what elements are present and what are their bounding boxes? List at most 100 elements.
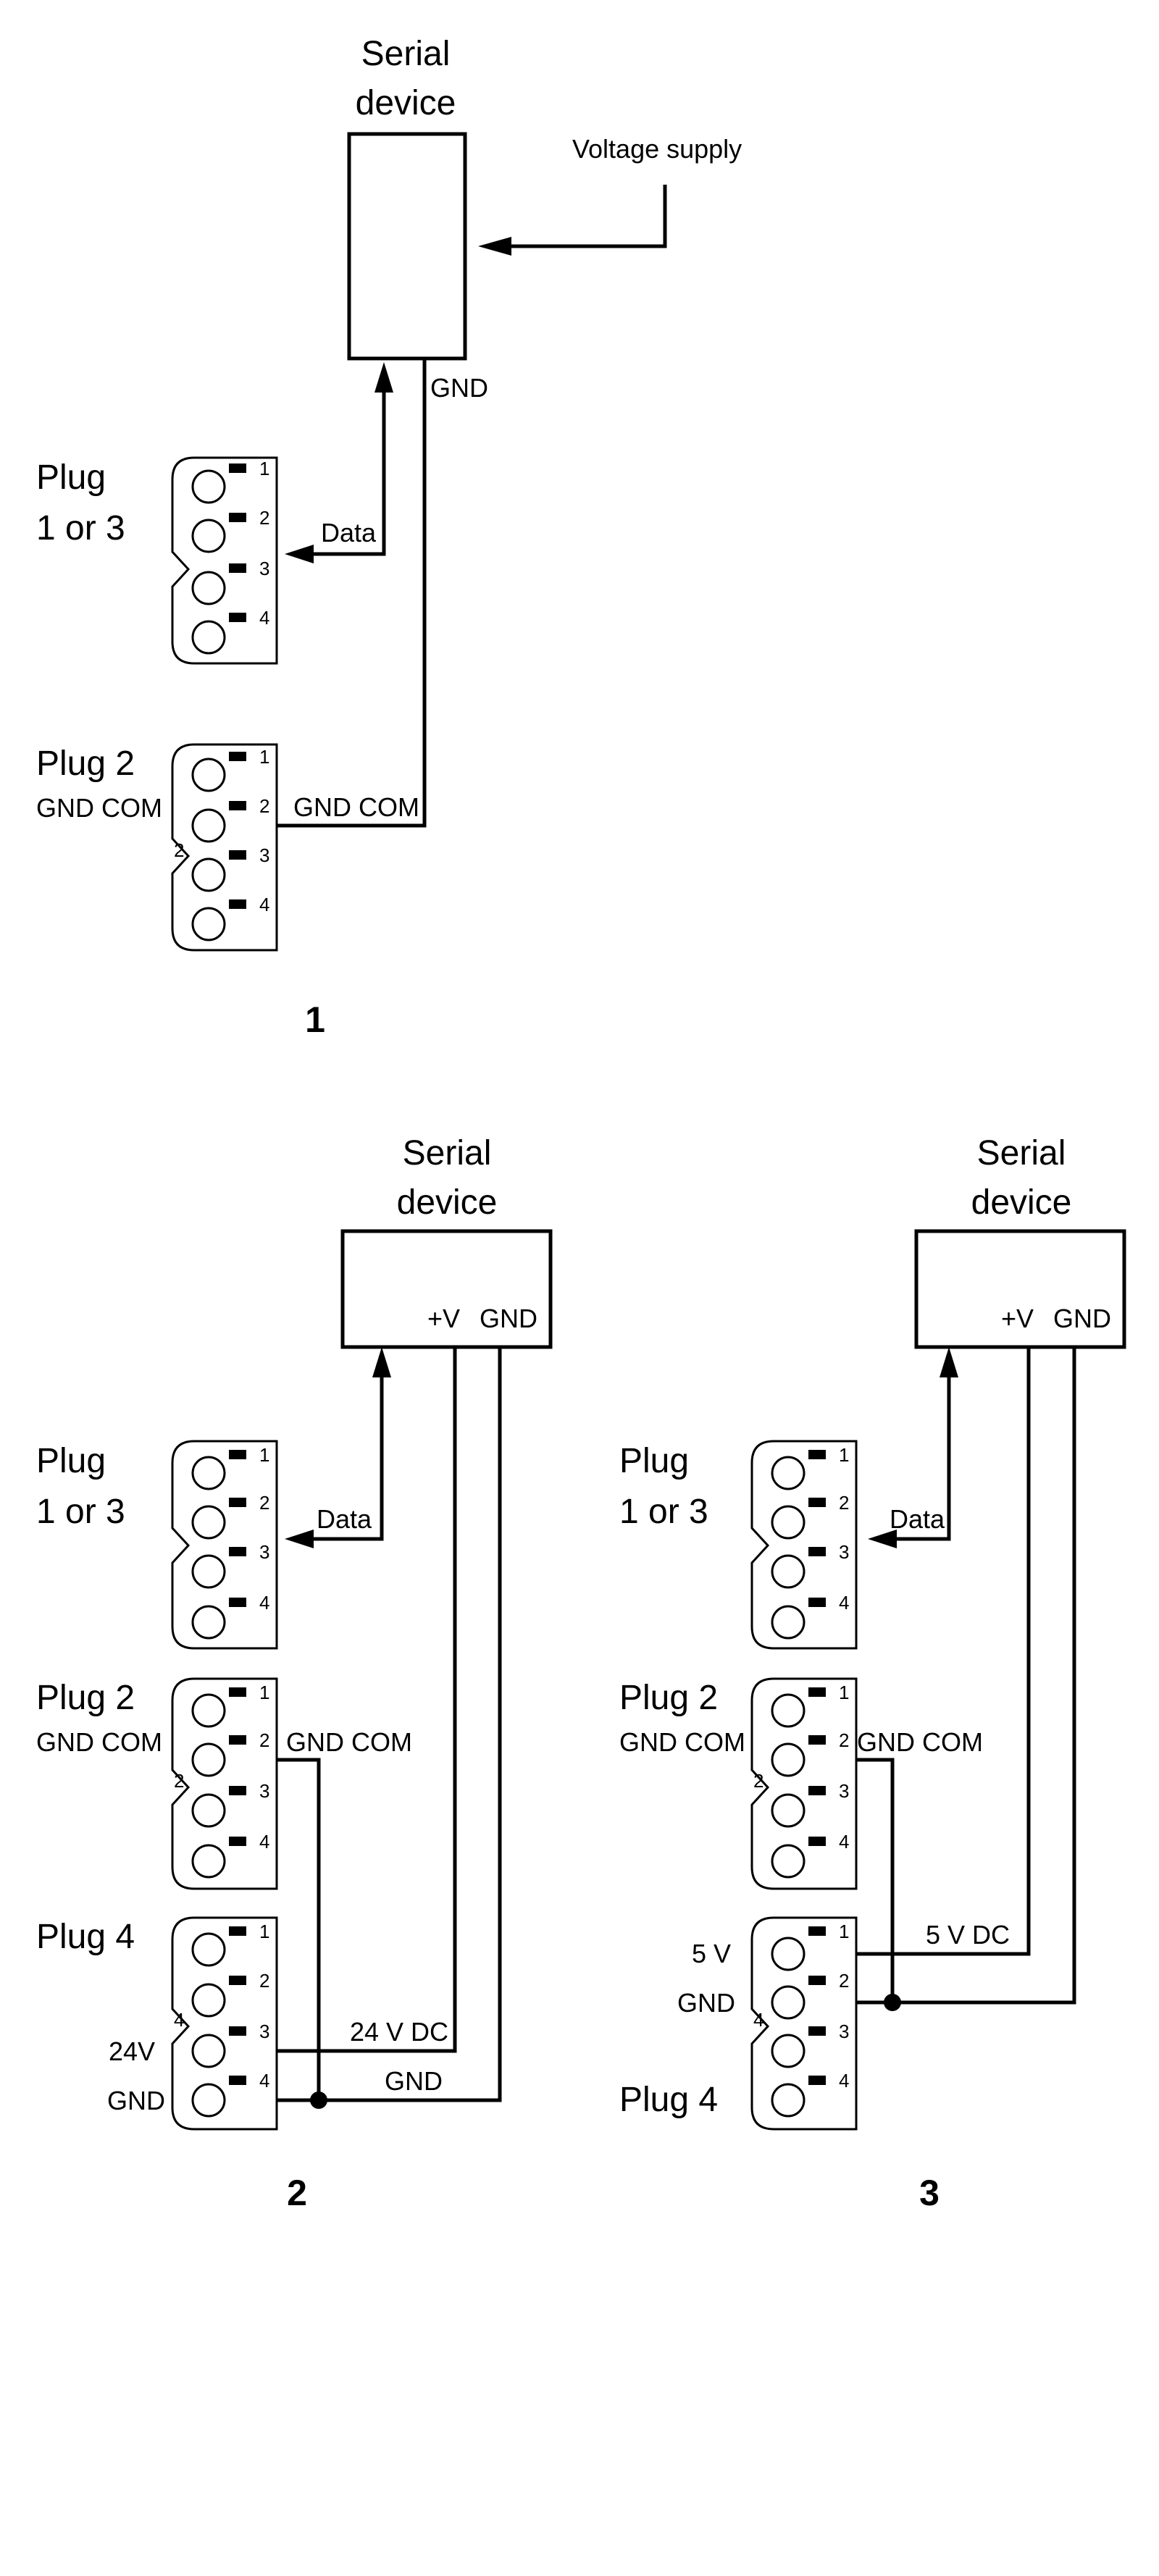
pin-number: 3 xyxy=(839,1541,849,1563)
diagram-number-3: 3 xyxy=(919,2173,940,2213)
plug-2: 2 1 2 3 4 xyxy=(171,1677,278,1890)
plug-housing xyxy=(750,1440,858,1650)
pin-socket-icon xyxy=(191,857,226,892)
pin-number: 1 xyxy=(259,746,269,768)
gnd-com-wire-label: GND COM xyxy=(857,1727,983,1757)
pin-5v-label: 5 V xyxy=(692,1939,731,1968)
data-label: Data xyxy=(317,1504,372,1534)
pin-socket-icon xyxy=(771,1605,806,1640)
pin-number: 3 xyxy=(259,844,269,866)
pin-number: 2 xyxy=(259,507,269,529)
plug-1-or-3: 1 2 3 4 xyxy=(171,1440,278,1650)
pin-number: 1 xyxy=(259,1444,269,1466)
plug-1-or-3-label-line1: Plug xyxy=(36,458,106,497)
pin-gnd-label: GND xyxy=(107,2086,165,2115)
data-wire xyxy=(304,391,386,556)
gnd-com-wire xyxy=(209,358,427,828)
data-up-arrow-icon xyxy=(372,1347,391,1377)
plug-housing xyxy=(171,1677,278,1890)
pin-socket-icon xyxy=(191,907,226,941)
pin-number: 1 xyxy=(839,1921,849,1942)
pin-number: 3 xyxy=(259,558,269,579)
5vdc-wire xyxy=(790,1347,1031,1956)
pin-number: 4 xyxy=(839,1831,849,1853)
pin-socket-icon xyxy=(191,1605,226,1640)
serial-device-title-line1: Serial xyxy=(403,1134,492,1172)
pin-socket-icon xyxy=(191,808,226,843)
pin-socket-icon xyxy=(191,620,226,655)
serial-device-box xyxy=(914,1229,1126,1349)
plug-1-or-3: 1 2 3 4 xyxy=(171,456,278,665)
serial-device-title-line1: Serial xyxy=(977,1134,1066,1172)
pin-socket-icon xyxy=(771,1937,806,1971)
pin-number: 3 xyxy=(839,2021,849,2042)
24vdc-wire-label: 24 V DC xyxy=(350,2017,448,2047)
pin-socket-icon xyxy=(771,2034,806,2068)
data-left-arrow-icon xyxy=(868,1530,897,1548)
pin-gnd-label: GND xyxy=(677,1988,735,2018)
diagram-2: Serial device +V GND Data 24 V DC GND GN… xyxy=(36,1134,553,2213)
plug-housing xyxy=(171,743,278,952)
serial-device-title-line1: Serial xyxy=(361,35,451,73)
gnd-com-wire-label: GND COM xyxy=(286,1727,412,1757)
pin-number: 1 xyxy=(259,458,269,479)
plug-2-tag: 2 xyxy=(174,1770,184,1792)
plug-2-sublabel: GND COM xyxy=(36,793,162,823)
plug-housing xyxy=(750,1677,858,1890)
plug-2-label: Plug 2 xyxy=(619,1679,718,1717)
plug-1-or-3-label-line1: Plug xyxy=(36,1442,106,1480)
plug-1-or-3-label-line1: Plug xyxy=(619,1442,689,1480)
pin-socket-icon xyxy=(191,1742,226,1777)
pin-number: 3 xyxy=(259,2021,269,2042)
pin-number: 3 xyxy=(259,1541,269,1563)
pin-socket-icon xyxy=(191,571,226,605)
pin-number: 1 xyxy=(259,1921,269,1942)
diagram-3: Serial device +V GND Data 5 V DC GND COM… xyxy=(619,1134,1126,2213)
plus-v-label: +V xyxy=(427,1304,460,1333)
plug-2-tag: 2 xyxy=(753,1770,763,1792)
plug-2-label: Plug 2 xyxy=(36,1679,135,1717)
pin-number: 4 xyxy=(839,2070,849,2092)
pin-socket-icon xyxy=(771,1456,806,1490)
voltage-supply-wire xyxy=(500,185,667,248)
pin-socket-icon xyxy=(771,1742,806,1777)
data-left-arrow-icon xyxy=(285,545,314,563)
gnd-label: GND xyxy=(430,373,488,403)
pin-socket-icon xyxy=(771,1793,806,1828)
pin-socket-icon xyxy=(191,1793,226,1828)
diagram-1: Serial device Voltage supply GND Data GN… xyxy=(36,35,742,1040)
pin-socket-icon xyxy=(191,2034,226,2068)
data-label: Data xyxy=(890,1504,945,1534)
pin-24v-label: 24V xyxy=(109,2036,155,2066)
plug-2-tag: 2 xyxy=(174,839,184,861)
plus-v-label: +V xyxy=(1001,1304,1034,1333)
voltage-arrow-icon xyxy=(478,237,511,256)
pin-socket-icon xyxy=(771,1554,806,1589)
pin-number: 2 xyxy=(839,1492,849,1514)
gnd-wire xyxy=(209,1347,502,2102)
plug-housing xyxy=(171,1440,278,1650)
data-wire xyxy=(887,1376,951,1541)
pin-socket-icon xyxy=(771,2083,806,2118)
pin-socket-icon xyxy=(191,1932,226,1967)
plug-4-tag: 4 xyxy=(753,2009,763,2031)
gnd-label: GND xyxy=(480,1304,537,1333)
plug-1-or-3-label-line2: 1 or 3 xyxy=(36,1493,125,1531)
data-label: Data xyxy=(321,518,377,547)
pin-number: 4 xyxy=(259,1831,269,1853)
pin-number: 4 xyxy=(839,1592,849,1614)
serial-device-title-line2: device xyxy=(971,1183,1072,1222)
serial-device-title-line2: device xyxy=(356,84,456,122)
plug-2: 2 1 2 3 4 xyxy=(750,1677,858,1890)
plug-2-sublabel: GND COM xyxy=(619,1727,745,1757)
pin-socket-icon xyxy=(191,1983,226,2018)
pin-number: 2 xyxy=(259,795,269,817)
plug-housing xyxy=(171,1916,278,2131)
pin-number: 4 xyxy=(259,2070,269,2092)
plug-2: 2 1 2 3 4 xyxy=(171,743,278,952)
pin-number: 2 xyxy=(839,1970,849,1992)
plug-housing xyxy=(171,456,278,665)
voltage-supply-label: Voltage supply xyxy=(572,134,742,164)
pin-socket-icon xyxy=(771,1505,806,1540)
pin-number: 2 xyxy=(259,1729,269,1751)
